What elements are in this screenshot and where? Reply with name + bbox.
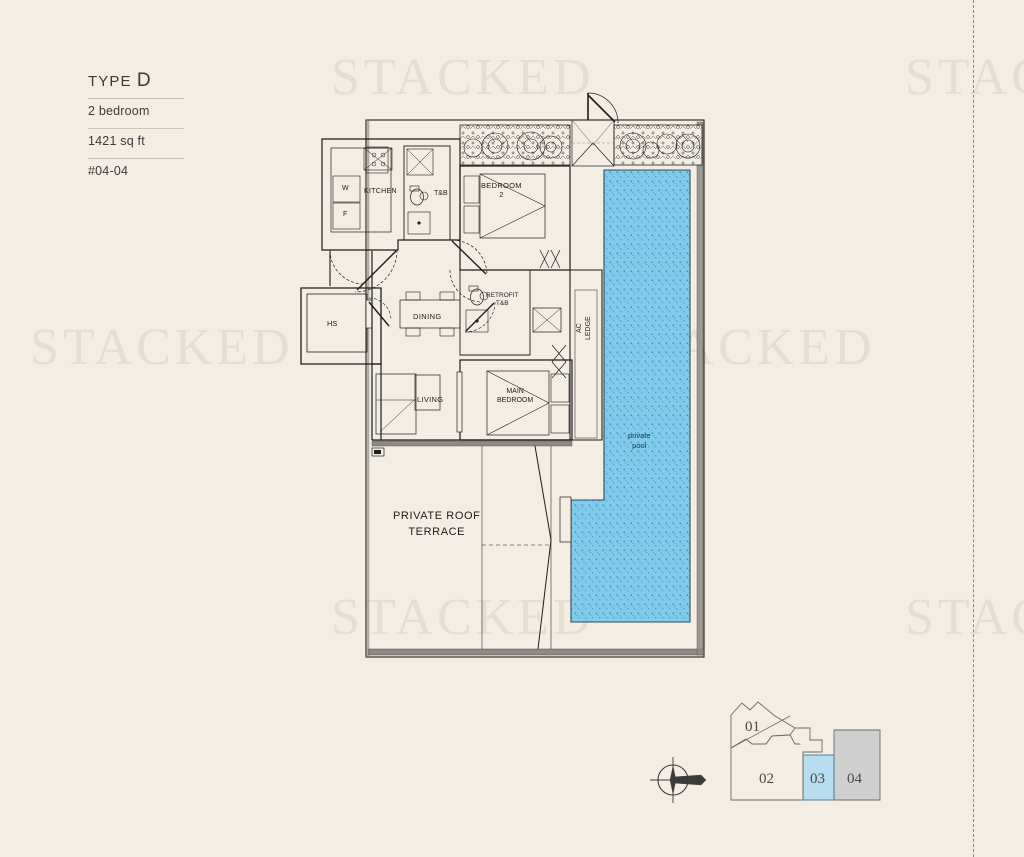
room-label-common-bath: T&B <box>434 190 448 197</box>
bedroom-count: 2 bedroom <box>88 104 150 118</box>
room-label-living: LIVING <box>417 395 444 404</box>
room-label-kitchen: KITCHEN <box>364 188 397 195</box>
room-label-retrofit-bath: RETROFIT T&B <box>486 292 519 308</box>
planter-boxes <box>459 92 703 167</box>
terrace-boundary <box>365 119 705 658</box>
compass-rose-icon <box>650 757 707 803</box>
room-label-household-shelter: HS <box>327 319 338 328</box>
apartment-walls <box>300 138 603 650</box>
unit-type: TYPE D <box>88 70 184 92</box>
key-plan-label-02[interactable]: 02 <box>759 771 774 787</box>
private-pool-shape <box>570 169 691 623</box>
page-trim-guide <box>973 0 974 857</box>
appliance-label-washer: W <box>342 185 349 192</box>
room-label-main-bedroom: MAIN BEDROOM <box>497 388 534 404</box>
unit-number: #04-04 <box>88 164 129 178</box>
title-divider <box>88 158 184 159</box>
key-plan-label-03[interactable]: 03 <box>810 771 825 787</box>
room-label-dining: DINING <box>413 312 442 321</box>
unit-type-letter: D <box>136 70 152 91</box>
key-plan-label-04[interactable]: 04 <box>847 771 862 787</box>
key-plan-label-01[interactable]: 01 <box>745 719 760 735</box>
title-block: TYPE D 2 bedroom 1421 sq ft #04-04 <box>88 70 184 182</box>
title-divider <box>88 128 184 129</box>
key-plan-unit-04 <box>833 729 881 801</box>
title-divider <box>88 98 184 99</box>
room-label-bedroom-2: BEDROOM 2 <box>481 181 522 199</box>
room-label-private-pool: private pool <box>628 431 651 451</box>
key-plan-units <box>730 701 881 801</box>
appliance-label-fridge: F <box>343 211 348 218</box>
room-label-private-roof-terrace: PRIVATE ROOF TERRACE <box>393 510 481 538</box>
floor-area: 1421 sq ft <box>88 134 145 148</box>
key-plan-unit-02 <box>730 734 804 801</box>
unit-type-prefix: TYPE <box>88 73 132 90</box>
